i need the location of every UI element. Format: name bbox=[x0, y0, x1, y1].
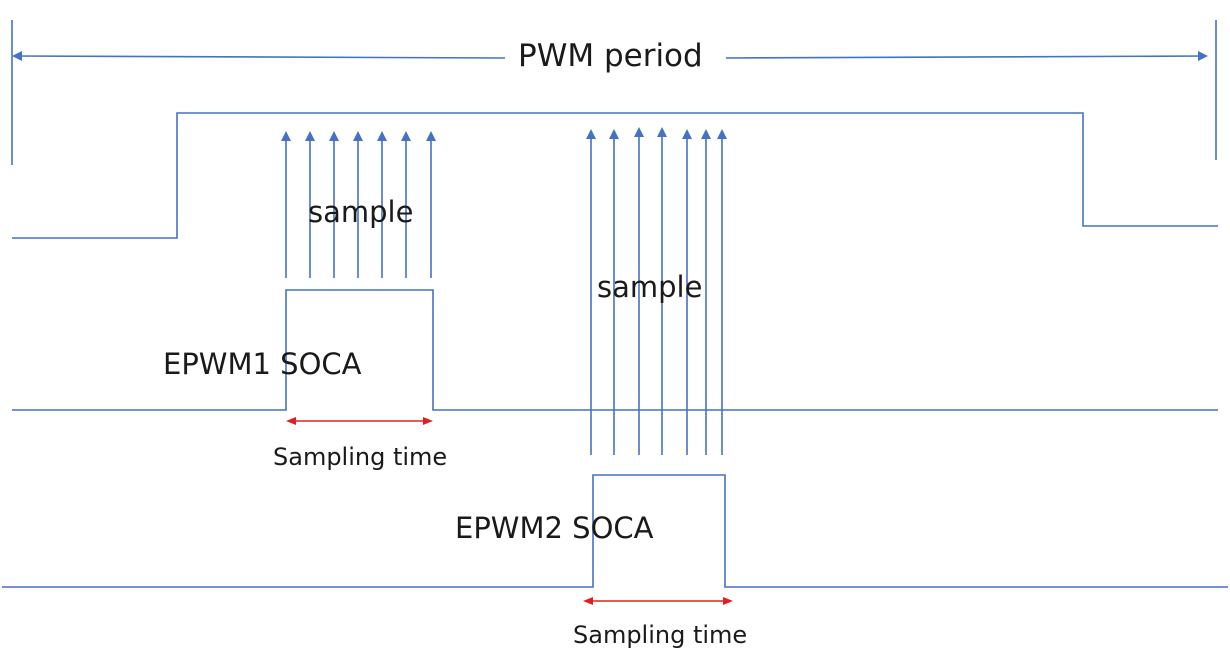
pwm-period-label: PWM period bbox=[518, 38, 703, 74]
epwm2-sample-arrows bbox=[586, 127, 727, 455]
epwm2-soca-label: EPWM2 SOCA bbox=[455, 511, 654, 545]
epwm2-soca-waveform bbox=[2, 474, 1228, 588]
epwm1-soca-label: EPWM1 SOCA bbox=[163, 347, 362, 381]
period-arrow-right bbox=[725, 51, 1208, 62]
period-arrow-left bbox=[12, 51, 506, 62]
pwm-waveform bbox=[12, 112, 1218, 239]
sampling-time-label-1: Sampling time bbox=[273, 443, 448, 471]
epwm1-sample-arrows bbox=[281, 131, 436, 278]
sampling-time-label-2: Sampling time bbox=[573, 621, 748, 649]
epwm1-soca-waveform bbox=[12, 289, 1218, 411]
sample-label-2: sample bbox=[597, 270, 703, 304]
sample-label-1: sample bbox=[308, 195, 414, 229]
